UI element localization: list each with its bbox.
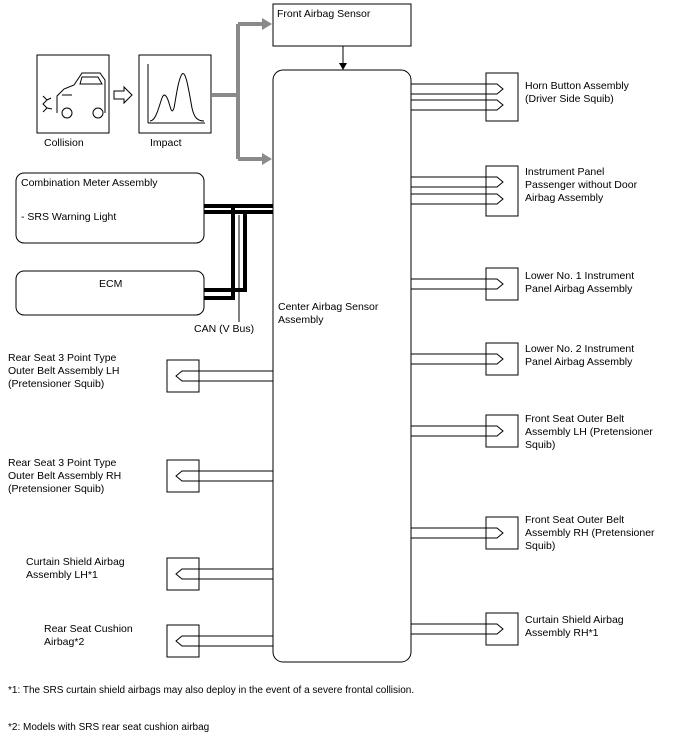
ecm-box — [15, 270, 205, 316]
impact-label: Impact — [150, 137, 182, 149]
right-component-front-belt-rh: Front Seat Outer Belt Assembly RH (Prete… — [525, 514, 655, 552]
collision-label: Collision — [44, 137, 84, 149]
front-airbag-sensor-label: Front Airbag Sensor — [277, 8, 371, 20]
impact-waveform — [147, 64, 205, 124]
right-component-instrument-panel-passenger: Instrument Panel Passenger without Door … — [525, 166, 638, 204]
footnote-1: *1: The SRS curtain shield airbags may a… — [8, 685, 415, 696]
front-airbag-sensor-box — [272, 3, 412, 47]
can-bus-label: CAN (V Bus) — [194, 323, 255, 335]
right-component-lower-no1: Lower No. 1 Instrument Panel Airbag Asse… — [525, 270, 635, 295]
collision-image-frame — [36, 54, 110, 134]
footnote-2: *2: Models with SRS rear seat cushion ai… — [8, 722, 210, 733]
srs-warning-light-label: - SRS Warning Light — [21, 211, 117, 223]
collision-to-impact-arrow — [113, 85, 133, 105]
combination-meter-title: Combination Meter Assembly — [21, 177, 158, 189]
impact-arrows — [212, 22, 264, 161]
car-crash-illustration — [42, 72, 106, 119]
right-component-curtain-rh: Curtain Shield Airbag Assembly RH*1 — [525, 614, 624, 639]
right-component-front-belt-lh: Front Seat Outer Belt Assembly LH (Prete… — [525, 413, 653, 451]
center-airbag-sensor-box — [272, 69, 412, 663]
impact-image-frame — [138, 54, 212, 134]
ecm-label: ECM — [99, 278, 123, 290]
left-component-rear-belt-lh: Rear Seat 3 Point Type Outer Belt Assemb… — [8, 352, 120, 390]
right-component-lower-no2: Lower No. 2 Instrument Panel Airbag Asse… — [525, 343, 635, 368]
center-airbag-sensor-label: Center Airbag Sensor Assembly — [278, 301, 379, 326]
left-component-curtain-lh: Curtain Shield Airbag Assembly LH*1 — [26, 556, 125, 581]
left-component-rear-belt-rh: Rear Seat 3 Point Type Outer Belt Assemb… — [8, 457, 122, 495]
left-component-rear-cushion: Rear Seat Cushion Airbag*2 — [44, 623, 133, 648]
right-connectors — [411, 72, 519, 646]
can-bus-lines — [204, 204, 273, 300]
left-connectors — [166, 359, 273, 658]
right-component-horn-button: Horn Button Assembly (Driver Side Squib) — [525, 80, 629, 105]
